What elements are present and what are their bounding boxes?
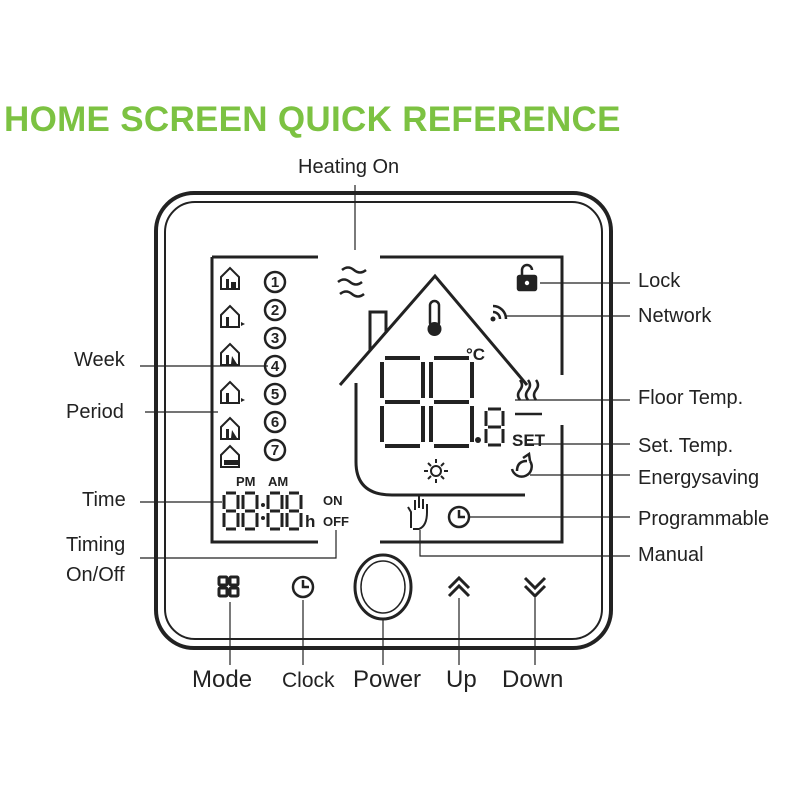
callout-on-off: On/Off <box>66 564 125 586</box>
chevron-down-icon <box>523 576 547 599</box>
unit-label: °C <box>466 345 485 364</box>
callout-floor-temp: Floor Temp. <box>638 387 744 409</box>
week-day-1: 1 <box>271 274 279 291</box>
time-digits <box>222 491 303 531</box>
lcd-frame <box>210 255 564 544</box>
callout-week: Week <box>74 349 125 371</box>
on-indicator: ON <box>323 493 343 508</box>
house-outline <box>338 273 529 497</box>
time-colon <box>261 503 265 520</box>
thermometer-icon <box>427 299 442 336</box>
floor-heat-icon <box>515 379 542 416</box>
callout-programmable: Programmable <box>638 508 770 530</box>
callout-manual: Manual <box>638 544 704 566</box>
week-day-3: 3 <box>271 330 279 347</box>
sun-icon <box>424 459 448 483</box>
power-button-label: Power <box>353 666 422 693</box>
hand-icon <box>407 496 428 530</box>
heating-waves-icon <box>337 266 367 298</box>
down-button-label: Down <box>502 666 564 693</box>
period-house-icons <box>220 266 240 468</box>
am-indicator: AM <box>268 474 288 489</box>
week-day-7: 7 <box>271 442 279 459</box>
hour-unit: h <box>305 512 315 531</box>
week-day-4: 4 <box>271 358 280 375</box>
decimal-point <box>475 437 481 443</box>
week-day-6: 6 <box>271 414 279 431</box>
callout-network: Network <box>638 305 712 327</box>
decimal-digit <box>484 407 505 447</box>
period-markers <box>224 279 245 465</box>
off-indicator: OFF <box>323 514 349 529</box>
leaf-icon <box>510 451 533 478</box>
callout-heating-on: Heating On <box>298 156 400 178</box>
up-button-label: Up <box>446 666 477 693</box>
callout-time: Time <box>82 489 126 511</box>
set-label: SET <box>512 431 546 450</box>
clock-button-icon <box>291 575 315 599</box>
wifi-icon <box>490 304 508 322</box>
mode-grid-icon <box>217 575 240 598</box>
lock-icon <box>516 263 538 292</box>
week-day-2: 2 <box>271 302 279 319</box>
callout-lock: Lock <box>638 270 681 292</box>
callout-energysaving: Energysaving <box>638 467 760 489</box>
chevron-up-icon <box>447 575 471 598</box>
week-day-5: 5 <box>271 386 279 403</box>
callout-set-temp: Set. Temp. <box>638 435 734 457</box>
clock-button-label: Clock <box>282 669 335 692</box>
temperature-digits <box>380 356 474 448</box>
callout-lines <box>140 185 630 665</box>
pm-indicator: PM <box>236 474 256 489</box>
page-title: HOME SCREEN QUICK REFERENCE <box>4 100 621 139</box>
clock-icon <box>447 505 471 529</box>
callout-period: Period <box>66 401 124 423</box>
power-icon <box>353 553 413 621</box>
mode-button-label: Mode <box>192 666 253 693</box>
callout-timing: Timing <box>66 534 126 556</box>
